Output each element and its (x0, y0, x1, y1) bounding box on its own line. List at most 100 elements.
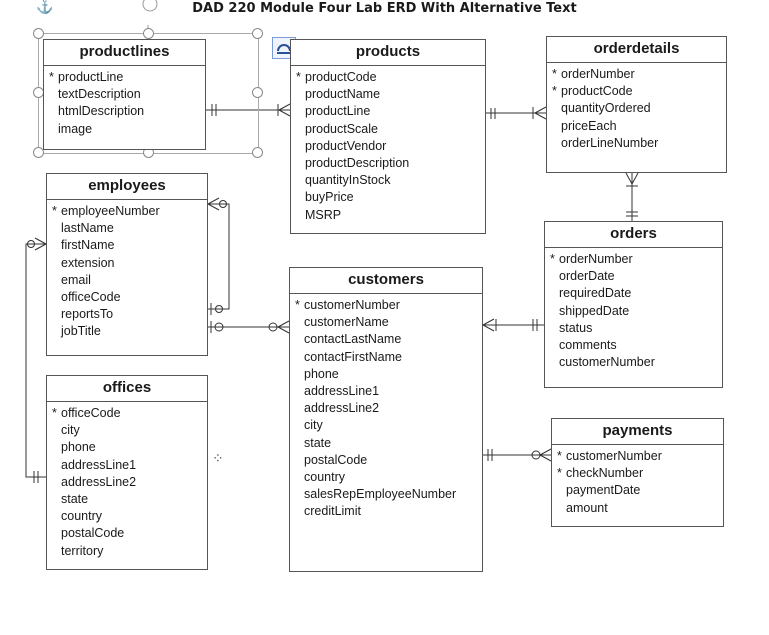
attribute: phone (61, 440, 96, 455)
attribute: contactLastName (304, 332, 402, 347)
card-many-customers-orders (482, 318, 497, 332)
attribute: addressLine1 (61, 457, 137, 472)
attribute: addressLine1 (304, 383, 380, 398)
attribute: city (304, 418, 323, 433)
attribute: contactFirstName (304, 349, 402, 364)
resize-handle[interactable] (252, 28, 263, 39)
rotate-handle-icon (142, 0, 158, 12)
card-many-orderdetails-v (625, 172, 639, 187)
primary-key-attribute: productCode (552, 83, 726, 100)
attribute: MSRP (305, 207, 342, 222)
attribute: postalCode (304, 452, 368, 467)
attribute: quantityInStock (305, 173, 391, 188)
attribute: productLine (305, 104, 371, 119)
attribute: productName (305, 87, 381, 102)
primary-key-attribute: customerNumber (295, 297, 482, 314)
card-zero-many-payments (539, 448, 552, 462)
attribute: firstName (61, 238, 115, 253)
attribute: quantityOrdered (561, 101, 651, 116)
attribute: postalCode (61, 526, 125, 541)
attribute: amount (566, 500, 608, 515)
card-zero-many-customers (277, 320, 290, 334)
attribute: productDescription (305, 155, 410, 170)
attribute: country (304, 469, 345, 484)
attribute: state (61, 491, 89, 506)
card-many-employees-offices (34, 237, 47, 251)
entity-orderdetails[interactable]: orderdetails orderNumberproductCodequant… (546, 36, 727, 173)
resize-handle[interactable] (33, 147, 44, 158)
attribute: jobTitle (61, 324, 101, 339)
card-one-productlines (211, 104, 217, 116)
resize-handle[interactable] (252, 147, 263, 158)
primary-key-attribute: officeCode (52, 405, 207, 422)
primary-key-attribute: orderNumber (550, 251, 722, 268)
attribute: comments (559, 337, 617, 352)
attribute: priceEach (561, 118, 617, 133)
primary-key-attribute: customerNumber (557, 448, 723, 465)
primary-key-attribute: orderNumber (552, 66, 726, 83)
attribute: buyPrice (305, 190, 354, 205)
card-one-offices (33, 471, 39, 483)
attribute: territory (61, 543, 104, 558)
attribute: orderDate (559, 269, 615, 284)
entity-title: productlines (44, 40, 205, 66)
attribute: htmlDescription (58, 104, 145, 119)
attribute: image (58, 121, 93, 136)
entity-title: orderdetails (547, 37, 726, 63)
entity-title: offices (47, 376, 207, 402)
card-one-customers (487, 449, 493, 461)
resize-handle[interactable] (33, 28, 44, 39)
card-zero-many-self (207, 197, 220, 211)
attribute: reportsTo (61, 307, 114, 322)
card-one-orders (626, 211, 638, 217)
primary-key-attribute: employeeNumber (52, 203, 207, 220)
attribute: requiredDate (559, 286, 632, 301)
attribute: orderLineNumber (561, 135, 659, 150)
attribute: customerName (304, 315, 389, 330)
attribute: addressLine2 (304, 401, 380, 416)
attribute: customerNumber (559, 355, 655, 370)
attribute: salesRepEmployeeNumber (304, 487, 457, 502)
attribute: city (61, 423, 80, 438)
entity-title: orders (545, 222, 722, 248)
attribute: productVendor (305, 138, 387, 153)
entity-title: payments (552, 419, 723, 445)
primary-key-attribute: productCode (296, 69, 485, 86)
card-many-products (277, 103, 291, 117)
attribute: paymentDate (566, 483, 641, 498)
attribute: extension (61, 255, 115, 270)
move-cursor-icon: ⁘ (212, 450, 224, 466)
attribute: lastName (61, 221, 114, 236)
primary-key-attribute: checkNumber (557, 465, 723, 482)
attribute: addressLine2 (61, 474, 137, 489)
entity-title: products (291, 40, 485, 66)
primary-key-attribute: productLine (49, 69, 205, 86)
attribute: status (559, 320, 593, 335)
card-many-orderdetails (532, 106, 547, 120)
attribute: phone (304, 366, 339, 381)
anchor-icon: ⚓ (36, 0, 54, 14)
resize-handle[interactable] (252, 87, 263, 98)
attribute: state (304, 435, 332, 450)
attribute: creditLimit (304, 504, 361, 519)
attribute: productScale (305, 121, 378, 136)
rel-offices-employees (25, 243, 46, 478)
entity-title: employees (47, 174, 207, 200)
attribute: country (61, 509, 102, 524)
entity-payments[interactable]: payments customerNumbercheckNumberpaymen… (551, 418, 724, 527)
resize-handle[interactable] (143, 28, 154, 39)
attribute: textDescription (58, 87, 141, 102)
attribute: officeCode (61, 289, 121, 304)
card-one-orders-h (532, 319, 538, 331)
card-one-products (490, 108, 496, 119)
rel-employees-self (208, 203, 230, 310)
attribute: shippedDate (559, 303, 630, 318)
entity-title: customers (290, 268, 482, 294)
